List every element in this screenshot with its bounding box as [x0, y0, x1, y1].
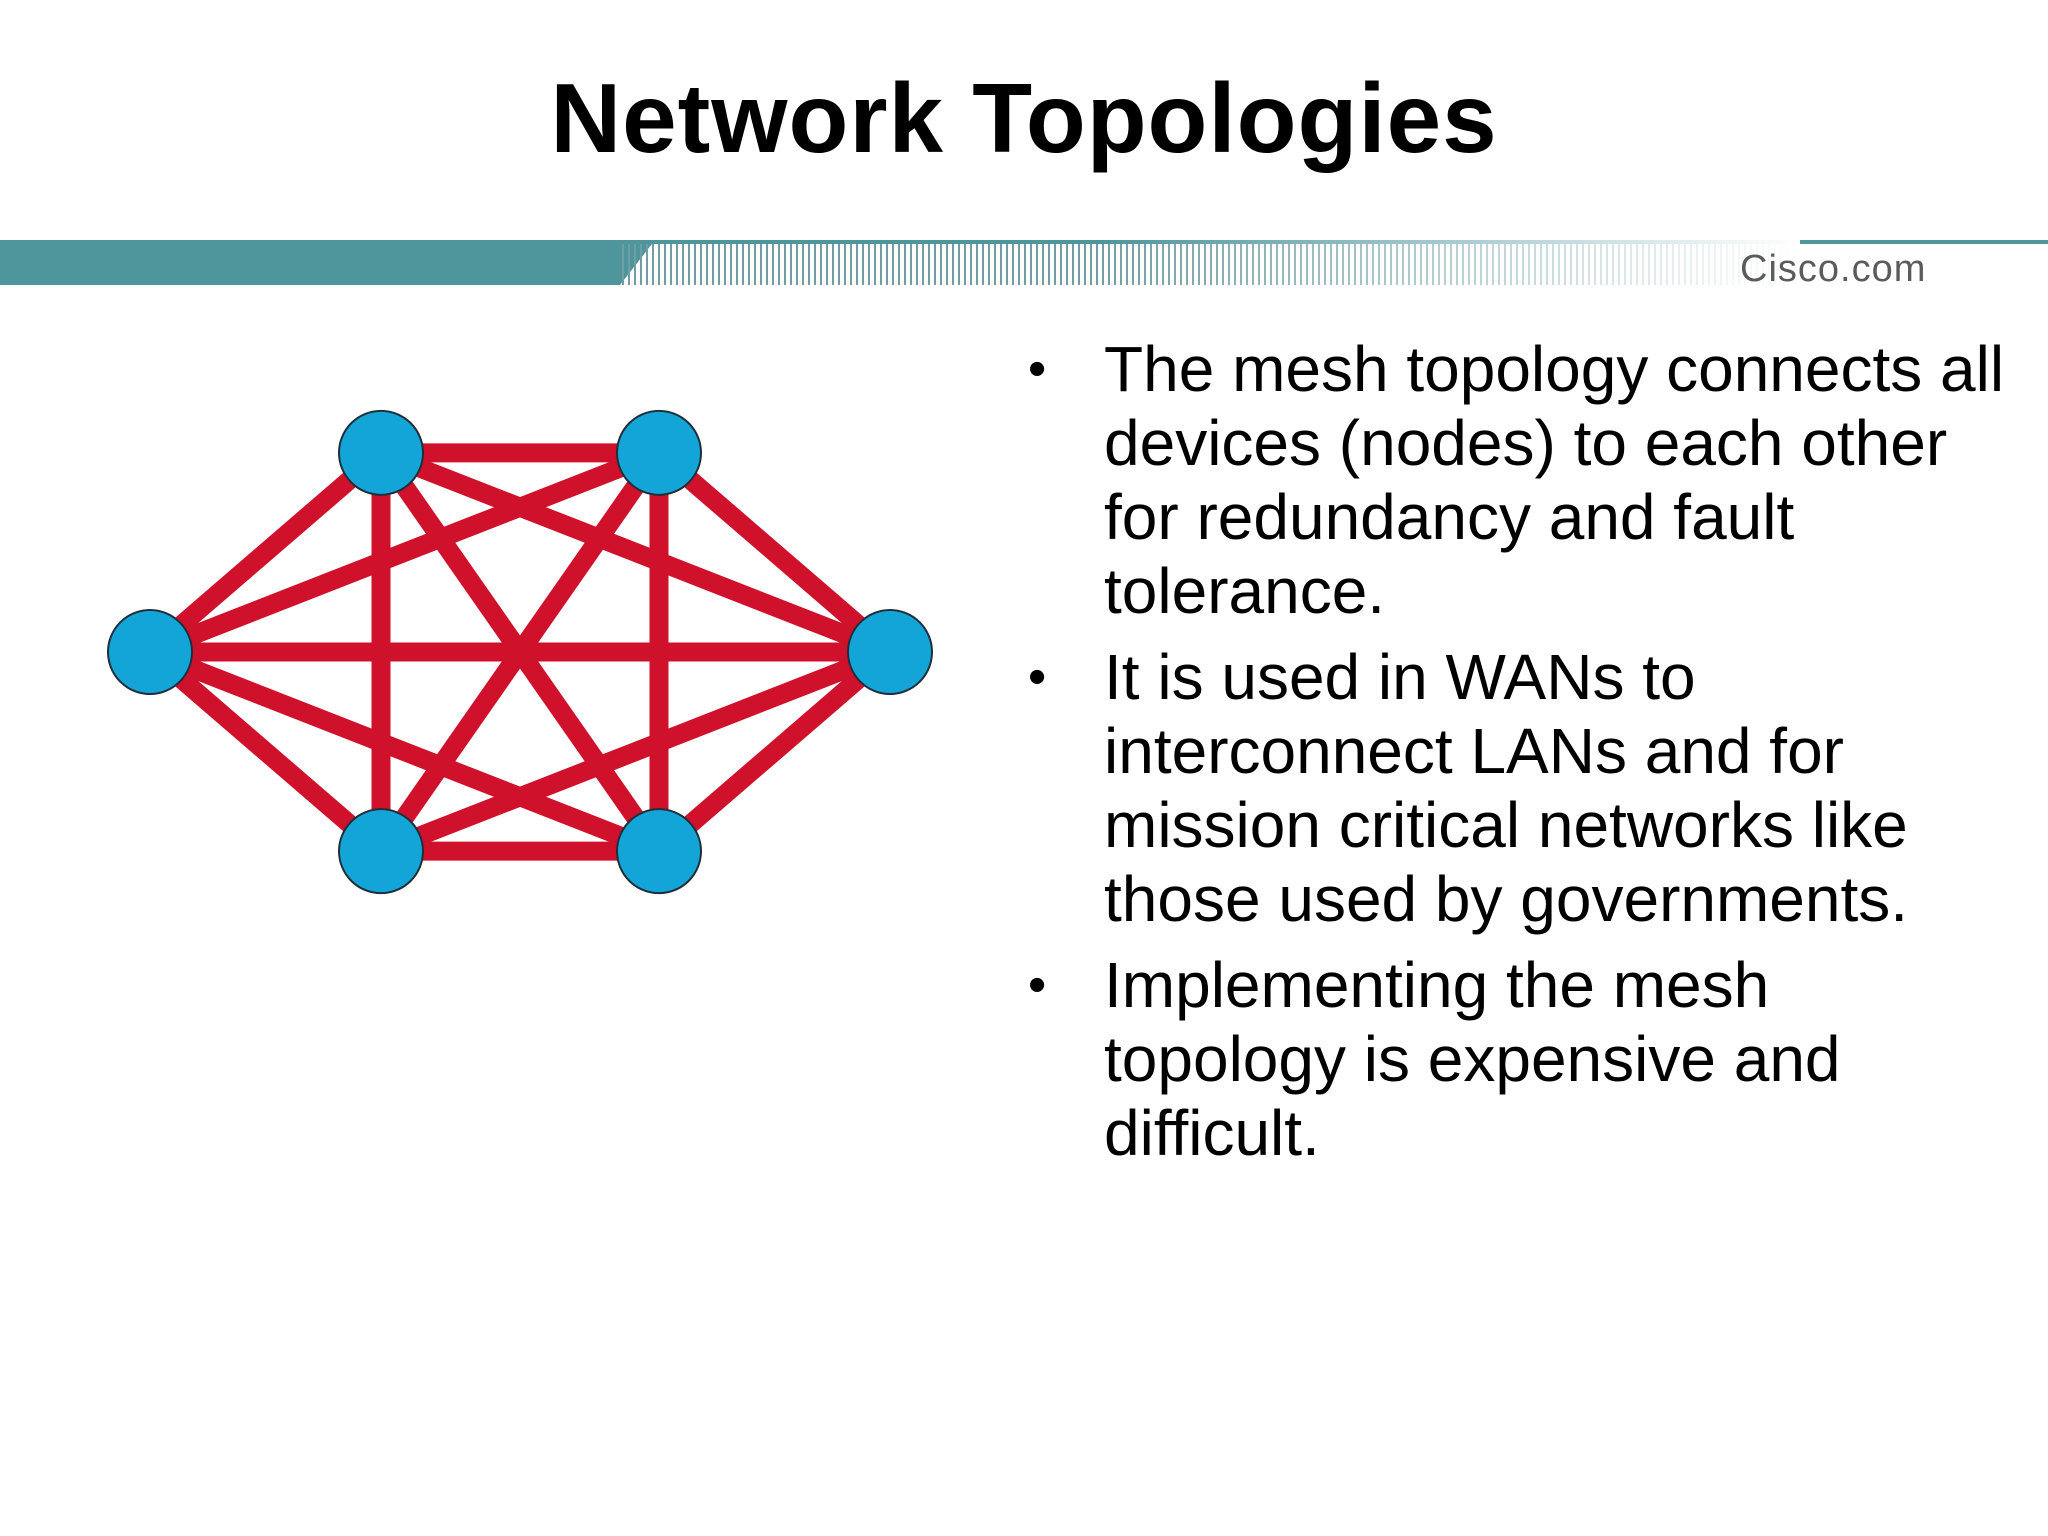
mesh-node: [338, 808, 424, 895]
mesh-link: [146, 443, 663, 661]
mesh-node: [616, 409, 702, 496]
bullet-text: It is used in WANs to interconnect LANs …: [1104, 641, 1909, 935]
mesh-link: [377, 643, 894, 861]
mesh-node: [107, 609, 193, 695]
mesh-node: [338, 409, 424, 496]
bullet-list: • The mesh topology connects all devices…: [1020, 332, 2020, 1182]
bullet-text: The mesh topology connects all devices (…: [1104, 333, 2005, 627]
bullet-text: Implementing the mesh topology is expens…: [1104, 949, 1841, 1169]
slide-title: Network Topologies: [550, 63, 1498, 173]
mesh-link: [143, 445, 388, 660]
mesh-link: [652, 445, 897, 660]
mesh-link: [143, 644, 388, 859]
bullet-marker: •: [1028, 648, 1047, 706]
mesh-node: [616, 808, 702, 895]
header-band: [0, 240, 2048, 285]
mesh-link: [377, 443, 894, 661]
bullet-marker: •: [1028, 340, 1047, 398]
mesh-node: [847, 609, 933, 695]
bullet-item: • Implementing the mesh topology is expe…: [1020, 948, 2020, 1170]
header-band-solid: [0, 240, 655, 285]
mesh-link: [652, 644, 897, 859]
bullet-marker: •: [1028, 956, 1047, 1014]
mesh-link: [146, 643, 663, 861]
mesh-nodes: [107, 409, 933, 895]
mesh-link: [373, 447, 667, 857]
brand-logo-text: Cisco.com: [1740, 248, 1927, 290]
bullet-item: • It is used in WANs to interconnect LAN…: [1020, 640, 2020, 936]
mesh-links: [143, 443, 897, 861]
bullet-item: • The mesh topology connects all devices…: [1020, 332, 2020, 628]
mesh-topology-diagram: [107, 409, 933, 895]
